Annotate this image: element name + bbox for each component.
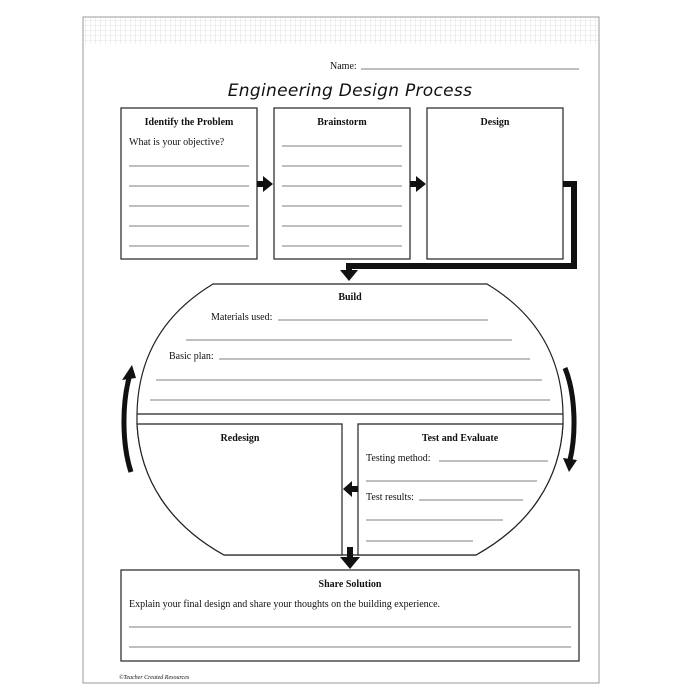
testing-method-label: Testing method: (366, 453, 431, 464)
test-results-label: Test results: (366, 492, 414, 503)
basic-plan-label: Basic plan: (169, 351, 214, 362)
brainstorm-box: Brainstorm (273, 107, 411, 260)
connector-arrow-icon (340, 181, 577, 281)
redesign-box[interactable]: Redesign (136, 423, 343, 556)
name-label: Name: (330, 61, 357, 72)
graph-paper-strip (84, 18, 598, 44)
copyright-footer: ©Teacher Created Resources (119, 674, 190, 681)
arrow-right-icon (410, 176, 426, 192)
test-evaluate-heading: Test and Evaluate (422, 433, 499, 444)
build-heading: Build (338, 292, 362, 303)
arrow-left-icon (343, 481, 358, 497)
cycle-arrow-down-icon (562, 367, 577, 472)
share-solution-prompt: Explain your final design and share your… (129, 599, 440, 610)
brainstorm-heading: Brainstorm (317, 117, 367, 128)
identify-problem-heading: Identify the Problem (145, 117, 234, 128)
page-title: Engineering Design Process (228, 81, 472, 101)
arrow-right-icon (257, 176, 273, 192)
redesign-heading: Redesign (221, 433, 260, 444)
share-solution-heading: Share Solution (319, 579, 382, 590)
identify-problem-prompt: What is your objective? (129, 137, 225, 148)
test-evaluate-box: Test and Evaluate Testing method: Test r… (357, 423, 564, 556)
arrow-down-icon (340, 547, 360, 569)
materials-label: Materials used: (211, 312, 272, 323)
design-box[interactable]: Design (426, 107, 564, 260)
share-solution-box: Share Solution Explain your final design… (120, 569, 580, 662)
identify-problem-box: Identify the Problem What is your object… (120, 107, 258, 260)
cycle-arrow-up-icon (121, 365, 136, 473)
design-heading: Design (481, 117, 510, 128)
